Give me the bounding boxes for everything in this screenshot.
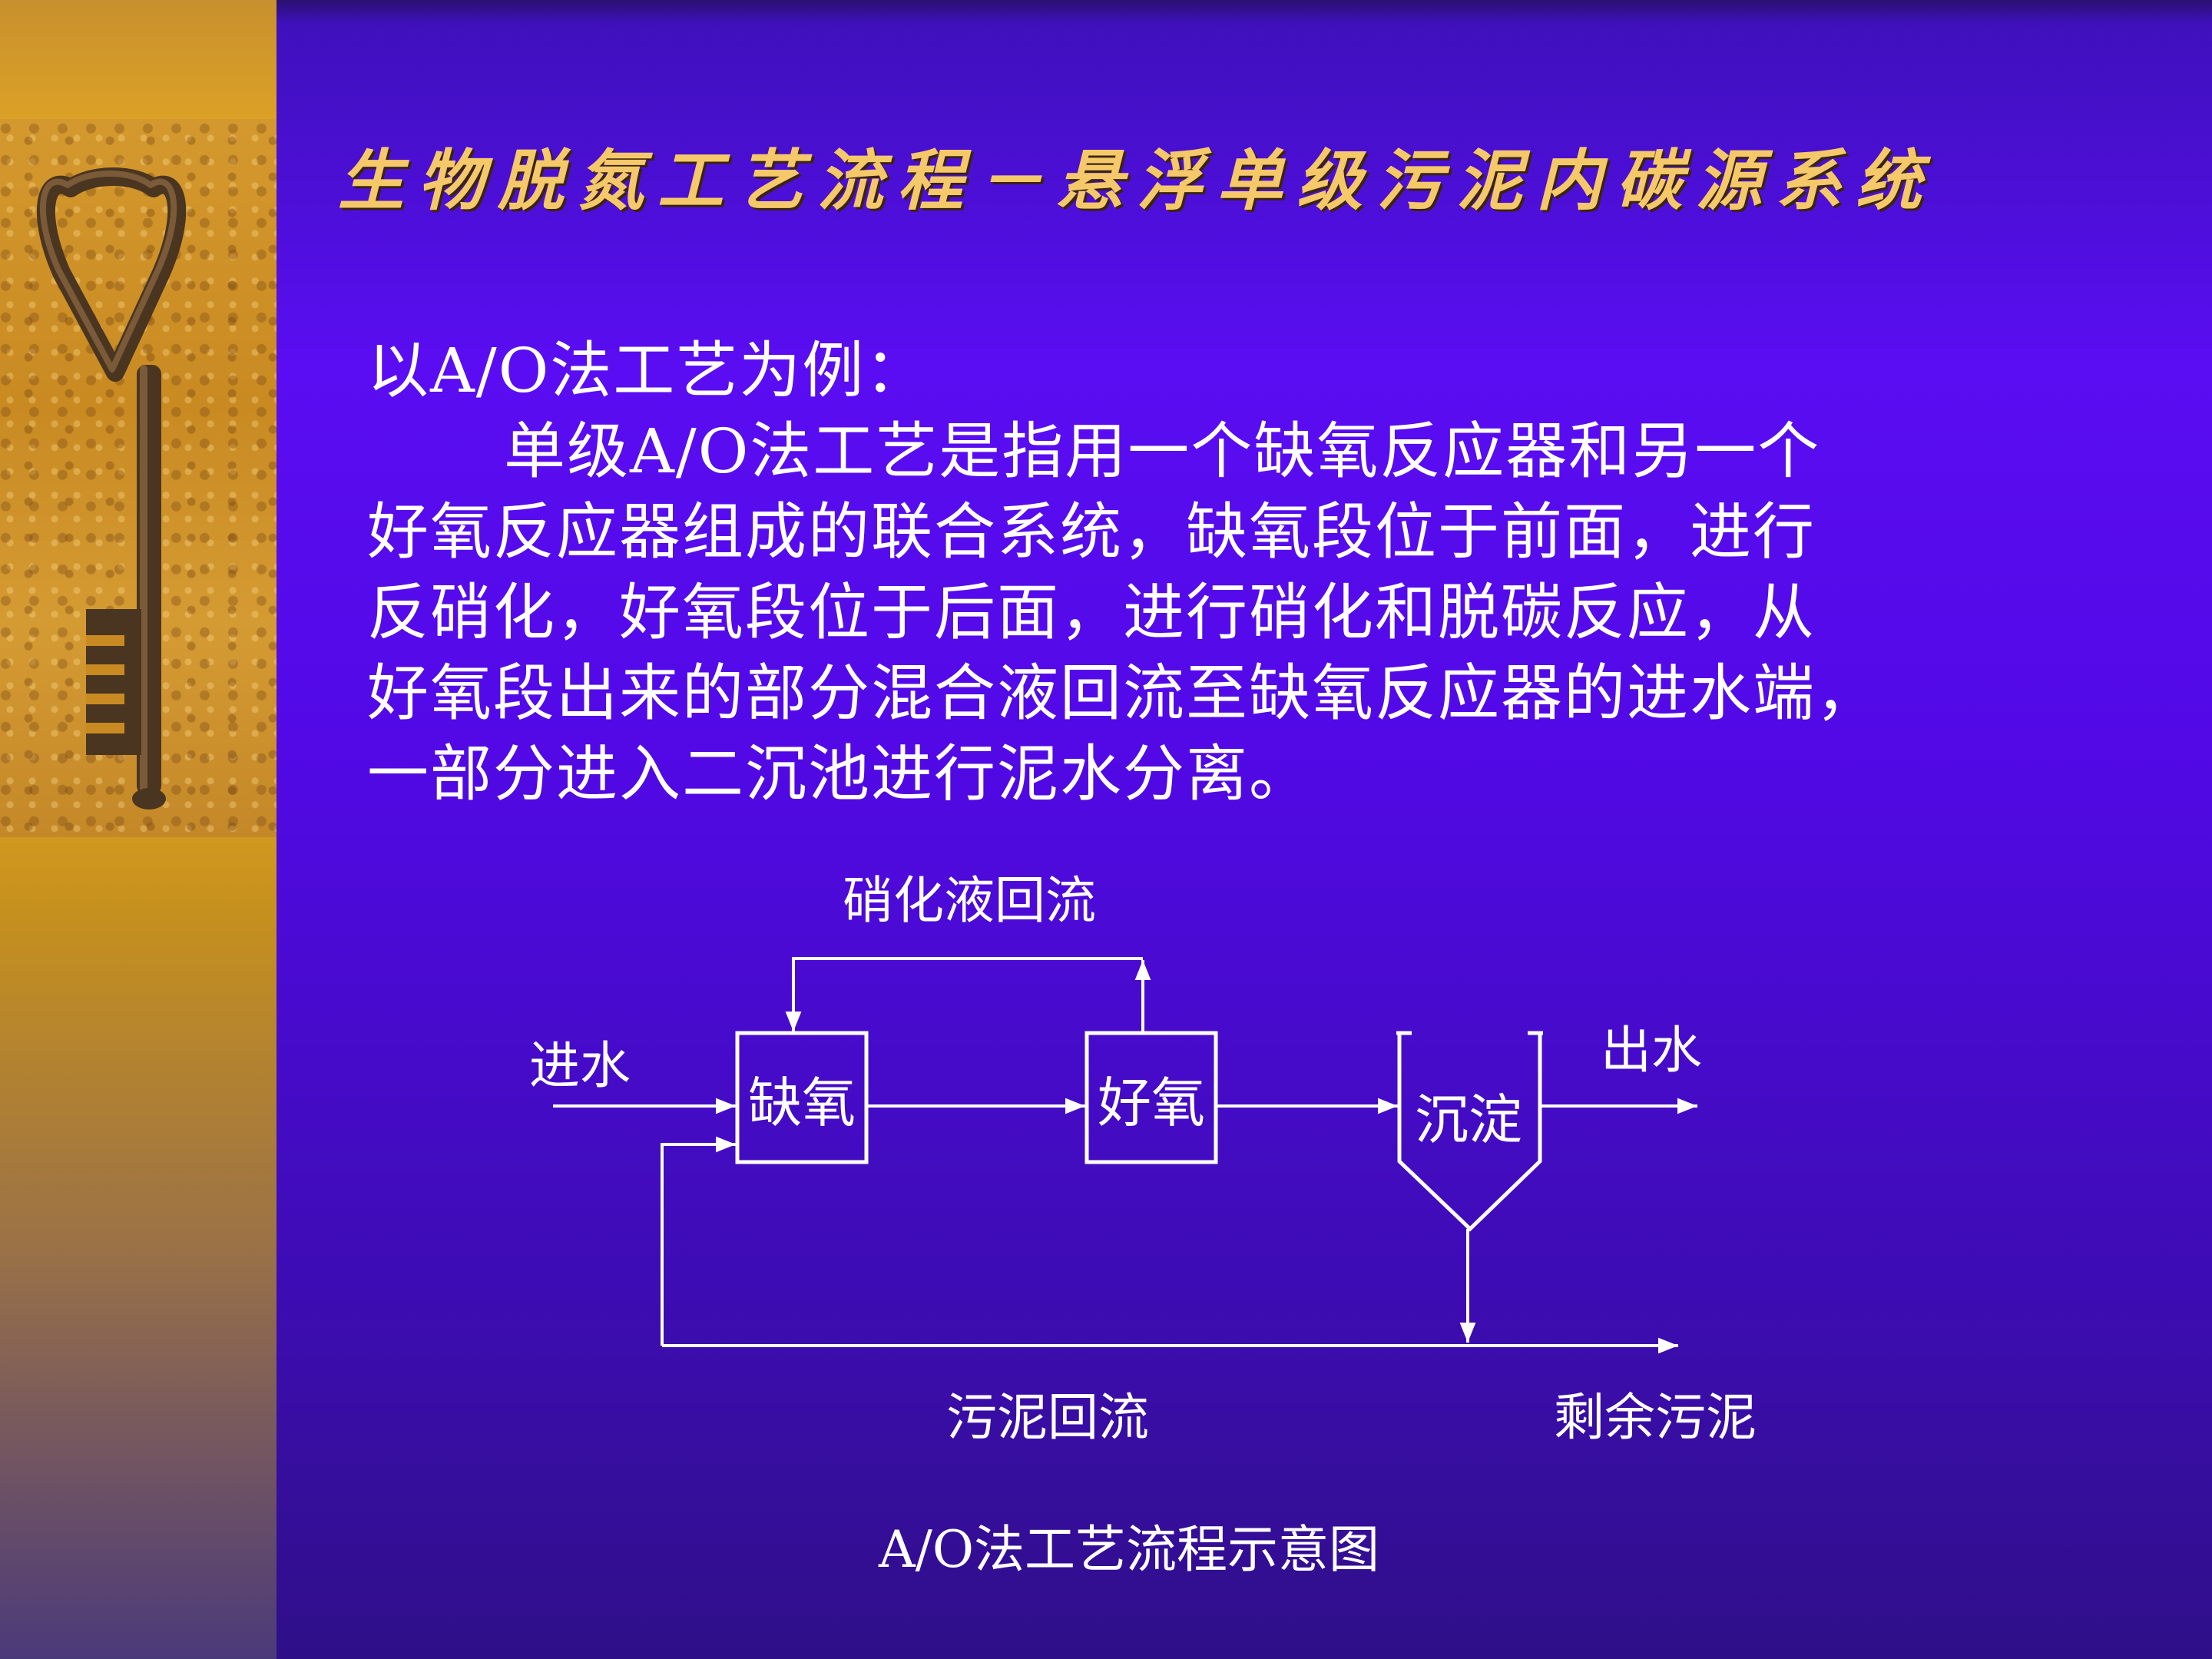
- top-shade: [276, 0, 2212, 23]
- body-text: 以A/O法工艺为例： 单级A/O法工艺是指用一个缺氧反应器和另一个 好氧反应器组…: [367, 330, 2103, 814]
- paragraph-line-2: 好氧反应器组成的联合系统，缺氧段位于前面，进行: [367, 496, 1816, 568]
- settling-tank: [1397, 1033, 1542, 1232]
- key-icon: [36, 167, 187, 810]
- paragraph-line-4: 好氧段出来的部分混合液回流至缺氧反应器的进水端，: [367, 657, 1879, 729]
- key-image: [0, 119, 276, 837]
- paragraph-line-1: 单级A/O法工艺是指用一个缺氧反应器和另一个: [504, 416, 1821, 487]
- anoxic-label: 缺氧: [748, 1071, 856, 1134]
- aerobic-label: 好氧: [1098, 1071, 1205, 1134]
- aerobic-box: [1084, 1031, 1218, 1164]
- excess-sludge-label: 剩余污泥: [1554, 1388, 1757, 1447]
- sludge-return-line: [661, 1136, 736, 1346]
- settling-label: 沉淀: [1415, 1088, 1522, 1151]
- diagram-caption: A/O法工艺流程示意图: [878, 1520, 1379, 1579]
- slide-title: 生物脱氮工艺流程－悬浮单级污泥内碳源系统: [338, 142, 1936, 220]
- paragraph-line-3: 反硝化，好氧段位于后面，进行硝化和脱碳反应，从: [367, 577, 1816, 648]
- inflow-label: 进水: [529, 1036, 631, 1095]
- decorative-sidebar: [0, 0, 276, 1659]
- nitrified-return-line: [785, 957, 1143, 1031]
- intro-line: 以A/O法工艺为例：: [367, 335, 929, 406]
- sludge-return-label: 污泥回流: [946, 1388, 1149, 1447]
- anoxic-box: [735, 1031, 869, 1164]
- outflow-label: 出水: [1601, 1021, 1702, 1080]
- paragraph-line-5: 一部分进入二沉池进行泥水分离。: [367, 738, 1312, 810]
- nitrified-return-label: 硝化液回流: [843, 871, 1096, 930]
